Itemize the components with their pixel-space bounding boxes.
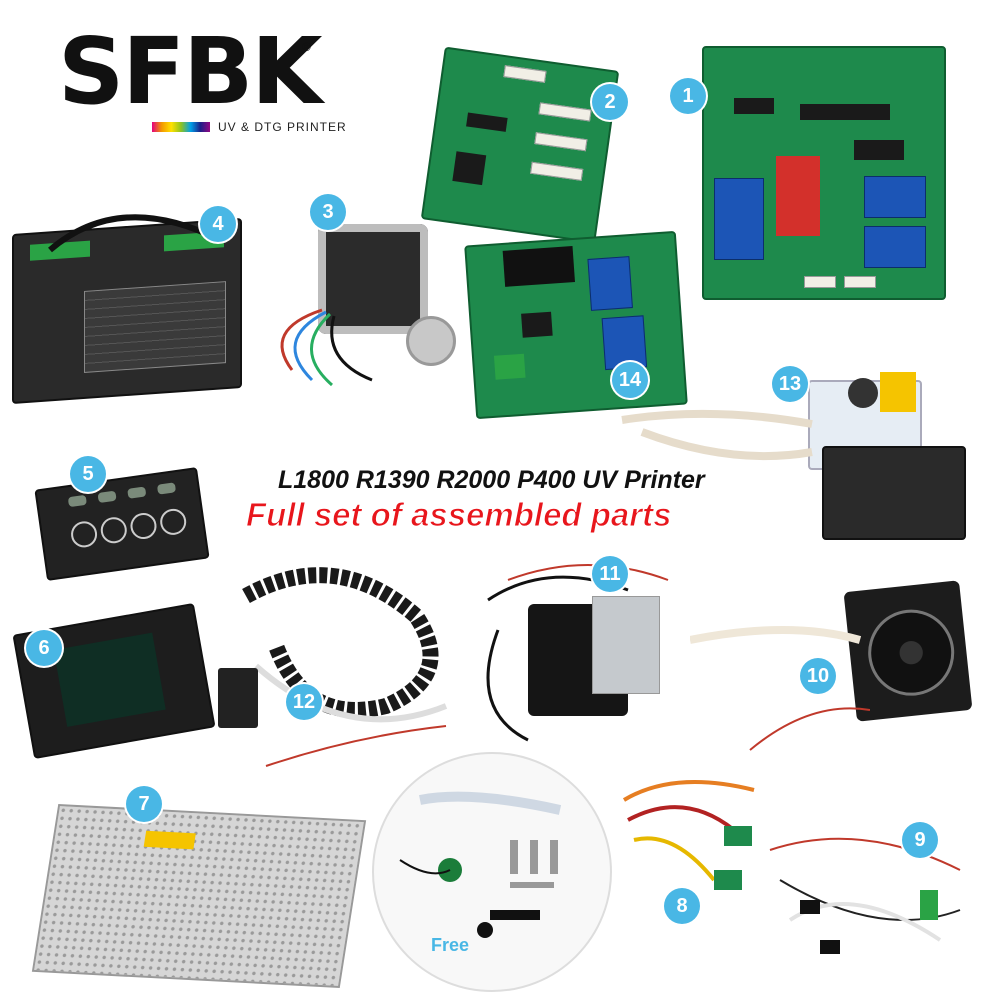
badge-3: 3 xyxy=(310,194,346,230)
badge-14: 14 xyxy=(612,362,648,398)
brand-name: SFBK xyxy=(58,18,323,125)
chain-bracket xyxy=(218,668,258,728)
badge-4: 4 xyxy=(200,206,236,242)
adapter-cables xyxy=(486,564,669,742)
control-board-2 xyxy=(420,46,620,244)
free-label: Free xyxy=(431,935,470,955)
clean-icon xyxy=(128,511,159,541)
radiator-tube xyxy=(690,626,870,751)
badge-5: 5 xyxy=(70,456,106,492)
sensors-8 xyxy=(622,780,755,890)
fan-icon xyxy=(863,605,959,700)
badge-6: 6 xyxy=(26,630,62,666)
menu-icon xyxy=(158,507,188,537)
badge-10: 10 xyxy=(800,658,836,694)
lcd-screen-6 xyxy=(12,602,216,760)
badge-8: 8 xyxy=(664,888,700,924)
power-supply-7 xyxy=(31,804,367,988)
relay-board-14 xyxy=(464,230,688,420)
parts-subtitle: Full set of assembled parts xyxy=(245,496,672,534)
free-accessories-circle xyxy=(372,752,612,992)
printer-models-title: L1800 R1390 R2000 P400 UV Printer xyxy=(278,466,705,494)
motor-pulley xyxy=(406,316,456,366)
free-items xyxy=(399,791,562,938)
tank-warning-label xyxy=(880,372,916,412)
brand-logo: SFBK ® UV & DTG PRINTER xyxy=(58,26,346,152)
sensor-cables-9 xyxy=(769,837,961,954)
badge-7: 7 xyxy=(126,786,162,822)
color-bar xyxy=(152,122,210,132)
driver-cable xyxy=(48,214,222,253)
pump-base xyxy=(822,446,966,540)
main-board-1 xyxy=(702,46,946,300)
badge-2: 2 xyxy=(592,84,628,120)
badge-13: 13 xyxy=(772,366,808,402)
badge-11: 11 xyxy=(592,556,628,592)
power-icon xyxy=(69,519,99,550)
ink-icon xyxy=(99,515,129,545)
tank-tubes xyxy=(621,409,813,461)
stepper-motor-3 xyxy=(318,224,428,334)
registered-mark: ® xyxy=(302,40,311,54)
tank-cap xyxy=(848,378,878,408)
badge-9: 9 xyxy=(902,822,938,858)
brand-subtitle: UV & DTG PRINTER xyxy=(218,120,347,134)
adapter-heatsink xyxy=(592,596,660,694)
button-panel-5 xyxy=(34,467,210,581)
badge-12: 12 xyxy=(286,684,322,720)
motor-wires xyxy=(280,308,373,387)
badge-1: 1 xyxy=(670,78,706,114)
